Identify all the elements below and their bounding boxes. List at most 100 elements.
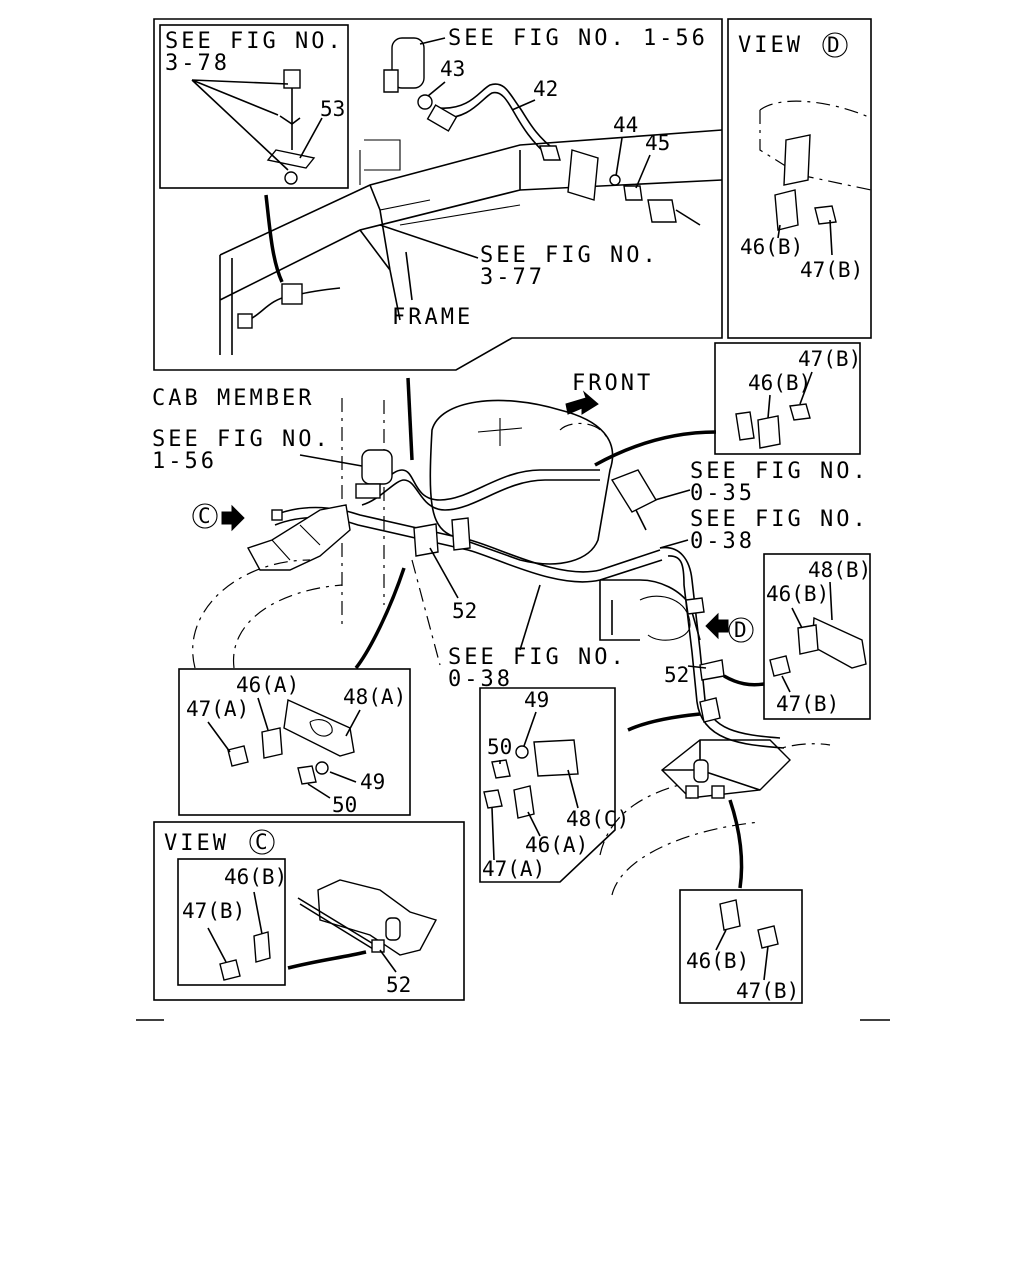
inset2-46b-label: 46(B): [766, 582, 829, 606]
view-c-inner-frame: [177, 858, 286, 986]
inset-a-47a-label: 47(A): [186, 697, 249, 721]
arrow-d-circle: [728, 617, 754, 643]
clip-46b-icon: [774, 189, 799, 231]
inset-a-washer-icon: [315, 761, 329, 775]
inset1-46b-label: 46(B): [748, 371, 811, 395]
filter-0-35-icon: [610, 469, 657, 513]
inset-c-46b-label: 46(B): [686, 949, 749, 973]
inset-a-50-label: 50: [332, 793, 357, 817]
arrow-c-mark: C: [198, 504, 211, 528]
view-c-title: VIEW: [164, 831, 229, 856]
inset-b-group: 50 49 48(C) 46(A) 47(A): [479, 687, 629, 883]
tank-cross-mark: [477, 418, 523, 446]
inset-b-48c-label: 48(C): [566, 807, 629, 831]
pipe-42: [439, 83, 556, 151]
bolt-47b-icon: [814, 205, 837, 225]
inset-b-bolt47-icon: [483, 789, 503, 809]
part-45-label: 45: [645, 131, 670, 155]
see-fig-1-56-top-label: SEE FIG NO. 1-56: [448, 26, 708, 51]
see-fig-1-56-mid-label: SEE FIG NO.: [152, 427, 331, 452]
chassis-outline-left: [192, 559, 343, 669]
arrow-d-icon: [705, 612, 729, 640]
inset-48b-frame: [763, 553, 871, 720]
main-pipe-upper: [361, 469, 600, 501]
inset2-48b-label: 48(B): [808, 558, 871, 582]
see-fig-0-38-bottom-label: SEE FIG NO.: [448, 645, 627, 670]
view-d-frame: [727, 18, 872, 339]
see-fig-0-38-right-label: SEE FIG NO.: [690, 507, 869, 532]
inset-a-49-label: 49: [360, 770, 385, 794]
see-fig-3-78-label: SEE FIG NO.: [165, 29, 344, 54]
part-44-label: 44: [613, 113, 638, 137]
inset-b-bracket-icon: [533, 739, 579, 777]
inset-b-46a-label: 46(A): [525, 833, 588, 857]
cab-member-label: CAB MEMBER: [152, 386, 314, 411]
see-fig-1-56-mid-number: 1-56: [152, 449, 217, 474]
center-clip-52: [413, 523, 439, 557]
view-d-title: VIEW: [738, 33, 803, 58]
inset2-bolt-icon: [769, 655, 791, 677]
inset-c-frame: [679, 889, 803, 1004]
main-52a-label: 52: [452, 599, 477, 623]
right-vertical-pipe: [659, 546, 706, 703]
inset-b-frame: [479, 687, 616, 883]
inset-c-clip-icon: [719, 899, 741, 931]
leader-to-inset1: [594, 430, 717, 467]
front-label: FRONT: [572, 371, 653, 396]
inset-b-washer-icon: [515, 745, 529, 759]
inset-a-bolt47-icon: [227, 745, 249, 767]
inset-a-group: 46(A) 47(A) 48(A) 49 50: [178, 668, 411, 817]
view-d-group: VIEW D 46(B) 47(B): [727, 18, 872, 339]
see-fig-0-35-label: SEE FIG NO.: [690, 459, 869, 484]
view-d-tank-outline: [759, 100, 872, 191]
frame-rail-detail: [359, 139, 521, 226]
inset-c-47b-label: 47(B): [736, 979, 799, 1003]
inset1-47b-label: 47(B): [798, 347, 861, 371]
inset-48b-group: 48(B) 46(B) 47(B): [763, 553, 871, 720]
top-detail-group: SEE FIG NO. 3-78 53 SEE FIG NO. 1-56 43: [153, 18, 723, 371]
main-assembly: SEE FIG NO. 0-35 SEE FIG NO. 0-38 52 52 …: [192, 399, 869, 896]
leader-lines-53: [191, 79, 323, 171]
inset-c-group: 46(B) 47(B): [679, 889, 803, 1004]
union-fitting: [426, 104, 458, 132]
frame-rail-outline: [219, 129, 723, 355]
leader-view-c: [287, 950, 367, 970]
inset-clip-b-group: 47(B) 46(B): [714, 342, 861, 455]
inset2-bracket-icon: [811, 616, 867, 669]
view-c-mark: C: [255, 830, 268, 854]
left-bracket: [246, 504, 351, 571]
part-43-label: 43: [440, 57, 465, 81]
inset-c-bolt-icon: [757, 925, 779, 949]
canister-bottom-right: [660, 739, 791, 799]
leader-main-to-inset-a: [354, 567, 406, 670]
arrow-c-icon: [221, 504, 245, 532]
inset-b-clip-icon: [513, 785, 535, 819]
part-42-label: 42: [533, 77, 558, 101]
see-fig-3-78-number: 3-78: [165, 51, 230, 76]
frame-label: FRAME: [392, 305, 473, 330]
view-d-circle: [822, 32, 848, 58]
view-d-47b-label: 47(B): [800, 258, 863, 282]
leader-inset-to-rail: [264, 194, 284, 283]
view-c-circle: [249, 829, 275, 855]
inset-a-bracket-icon: [283, 698, 355, 757]
main-52b-label: 52: [664, 663, 689, 687]
view-c-52-label: 52: [386, 973, 411, 997]
leader-main-to-inset-d: [723, 674, 765, 687]
leader-main-to-inset-c: [728, 799, 744, 889]
nut-45-icon: [623, 185, 643, 201]
view-c-bolt-icon: [219, 959, 241, 981]
inset-a-bolt50-icon: [297, 765, 317, 785]
inset-b-49-label: 49: [524, 688, 549, 712]
see-fig-3-77-number: 3-77: [480, 265, 545, 290]
arrow-d-mark: D: [734, 618, 747, 642]
view-d-mark: D: [827, 33, 840, 57]
top-detail-frame: [153, 18, 723, 371]
valve-1-56-top-icon: [391, 37, 425, 89]
view-c-frame: [153, 821, 465, 1001]
part-53-label: 53: [320, 97, 345, 121]
part-43-ring: [417, 94, 433, 110]
inset-a-48a-label: 48(A): [343, 685, 406, 709]
see-fig-0-38-right-number: 0-38: [690, 529, 755, 554]
view-d-46b-label: 46(B): [740, 235, 803, 259]
